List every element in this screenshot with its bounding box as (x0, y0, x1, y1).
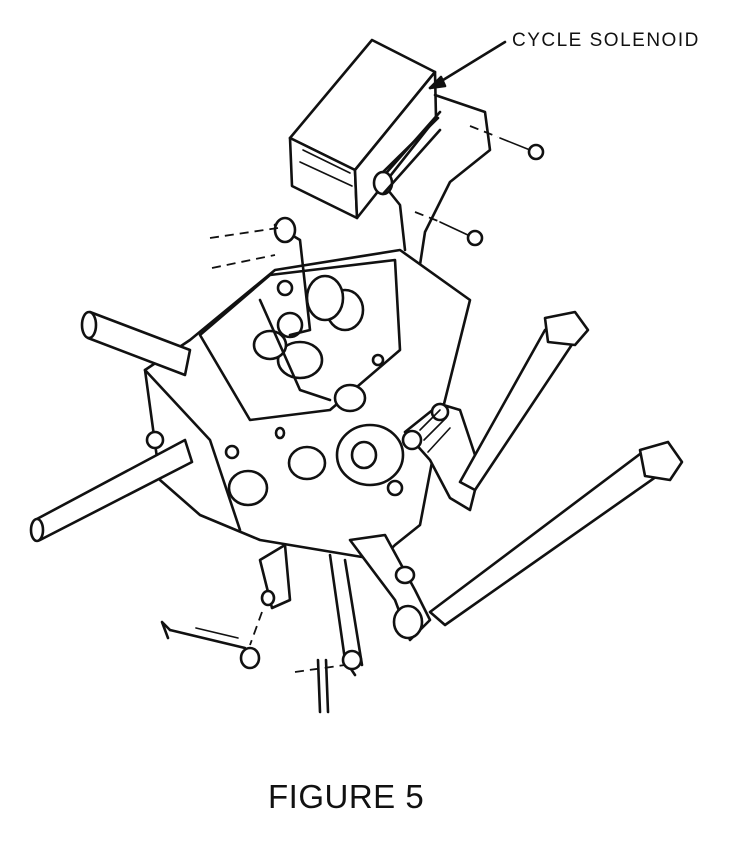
figure-caption: FIGURE 5 (268, 778, 425, 815)
upper-bracket (372, 93, 492, 332)
cycle-solenoid (288, 38, 438, 220)
inner-mechanism (252, 216, 365, 402)
cycle-solenoid-label: CYCLE SOLENOID (512, 30, 700, 51)
left-shaft (29, 310, 194, 543)
lower-left-link (249, 543, 292, 646)
spring-pin (160, 620, 261, 670)
upper-screws (414, 125, 545, 247)
right-bolts (428, 310, 684, 627)
main-plate (143, 248, 472, 562)
callout-arrowhead (428, 75, 447, 90)
alignment-dashes-upper (209, 227, 279, 269)
plate-fasteners (145, 353, 405, 507)
bottom-rod (294, 658, 346, 714)
lower-arm (328, 533, 432, 677)
